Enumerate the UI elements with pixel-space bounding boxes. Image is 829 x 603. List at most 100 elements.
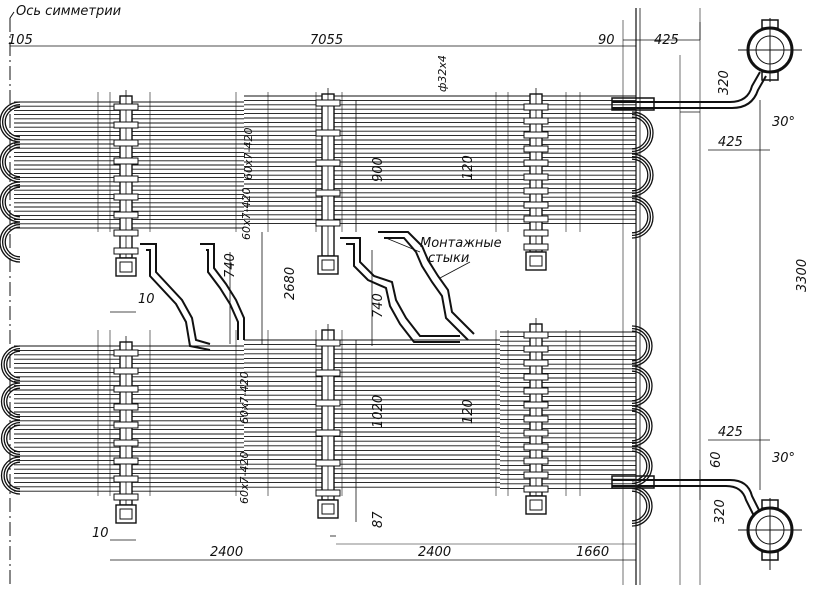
dim-1660: 1660 xyxy=(576,545,609,560)
tube-bend-left xyxy=(3,347,21,382)
tube-bend-right xyxy=(631,197,651,237)
header-clamp xyxy=(523,373,549,381)
header-foot-inner xyxy=(321,259,335,271)
tube-bend-right xyxy=(631,155,651,195)
header-clamp xyxy=(113,349,139,357)
symmetry-axis-label: Ось симметрии xyxy=(16,4,121,19)
header-clamp xyxy=(523,117,549,125)
dim-2680: 2680 xyxy=(283,267,298,300)
tube-bend-left xyxy=(0,221,21,263)
mounting-joints-label-line2: стыки xyxy=(428,251,469,266)
tube-bend-right xyxy=(631,370,648,402)
mounting-joint-connectors xyxy=(140,231,475,351)
header-clamp xyxy=(113,247,139,255)
lower-mid-tube-panel xyxy=(244,339,500,488)
dim-2400-left: 2400 xyxy=(210,545,243,560)
tube-bend-left xyxy=(4,146,21,178)
header-clamp xyxy=(315,489,341,497)
header-clamp xyxy=(315,99,341,107)
upper-right-tube-panel xyxy=(500,95,636,225)
tube-bend-left xyxy=(0,419,21,458)
dim-10-upper: 10 xyxy=(138,292,155,307)
header-foot-inner xyxy=(321,503,335,515)
tube-bend-left xyxy=(3,458,21,493)
tube-bend-right xyxy=(631,116,649,150)
header-clamp xyxy=(315,369,341,377)
tube-bend-left xyxy=(3,421,21,456)
dim-10-lower: 10 xyxy=(92,526,109,541)
header-clamp xyxy=(113,193,139,201)
header-clamp xyxy=(523,429,549,437)
header-clamp xyxy=(113,157,139,165)
header-clamp xyxy=(315,339,341,347)
header-clamp xyxy=(315,399,341,407)
header-clamp xyxy=(315,189,341,197)
dim-7055: 7055 xyxy=(310,33,343,48)
dim-120-bottom: 120 xyxy=(461,399,476,424)
tube-bend-right xyxy=(631,200,649,234)
dim-1020: 1020 xyxy=(371,395,386,428)
header-foot-inner xyxy=(119,261,133,273)
header-clamp xyxy=(113,403,139,411)
tube-bend-left xyxy=(1,183,21,221)
header-foot-inner xyxy=(529,499,543,511)
dim-425-right-lower: 425 xyxy=(718,425,743,440)
dim-740-mid: 740 xyxy=(371,293,386,318)
tube-bend-left xyxy=(6,350,21,379)
header-clamp xyxy=(315,129,341,137)
tube-bend-right xyxy=(631,487,651,525)
dim-90: 90 xyxy=(598,33,615,48)
mounting-joints-label-line1: Монтажные xyxy=(420,236,502,251)
header-clamp xyxy=(315,459,341,467)
header-clamp xyxy=(523,485,549,493)
header-clamp xyxy=(523,443,549,451)
tube-bend-right xyxy=(631,407,651,445)
header-foot-inner xyxy=(529,255,543,267)
tube-bend-left xyxy=(0,141,21,183)
header-clamp xyxy=(113,367,139,375)
header-clamp xyxy=(523,201,549,209)
right-manifold xyxy=(611,8,767,585)
tube-bend-left xyxy=(6,461,21,490)
dim-pipe-top: ф32х4 xyxy=(436,55,449,92)
dim-30-bottom: 30° xyxy=(772,451,795,466)
tube-bend-left xyxy=(0,181,21,223)
header-clamp xyxy=(523,415,549,423)
header-clamp xyxy=(113,385,139,393)
dim-740-left: 740 xyxy=(223,253,238,278)
dim-3300: 3300 xyxy=(795,259,810,292)
header-clamp xyxy=(113,139,139,147)
tube-bend-left xyxy=(0,456,21,495)
tube-bend-left xyxy=(1,103,21,141)
dim-87: 87 xyxy=(371,511,386,528)
header-clamp xyxy=(113,493,139,501)
dim-30-top: 30° xyxy=(772,115,795,130)
tube-bend-right xyxy=(631,410,648,442)
vertical-headers xyxy=(97,88,581,524)
tube-bend-left xyxy=(1,223,21,261)
tube-bend-left xyxy=(6,424,21,453)
header-clamp xyxy=(523,331,549,339)
header-clamp xyxy=(113,103,139,111)
tube-bend-right xyxy=(631,327,651,365)
header-clamp xyxy=(315,159,341,167)
tube-bend-left xyxy=(6,387,21,416)
dim-60: 60 xyxy=(709,451,724,468)
header-clamp xyxy=(113,175,139,183)
header-clamp xyxy=(113,229,139,237)
header-clamp xyxy=(523,359,549,367)
dim-320-top: 320 xyxy=(717,70,732,95)
tube-bend-left xyxy=(0,382,21,421)
tube-bend-right xyxy=(631,158,649,192)
tube-bend-left xyxy=(0,101,21,143)
dim-105: 105 xyxy=(8,33,33,48)
header-clamp xyxy=(523,145,549,153)
tube-bend-right xyxy=(631,330,648,362)
tube-bend-left xyxy=(4,186,21,218)
header-clamp xyxy=(523,243,549,251)
text-labels: Ось симметрии Монтажные стыки 105 7055 9… xyxy=(8,4,810,560)
lower-right-tube-panel xyxy=(500,331,636,489)
header-clamp xyxy=(523,401,549,409)
